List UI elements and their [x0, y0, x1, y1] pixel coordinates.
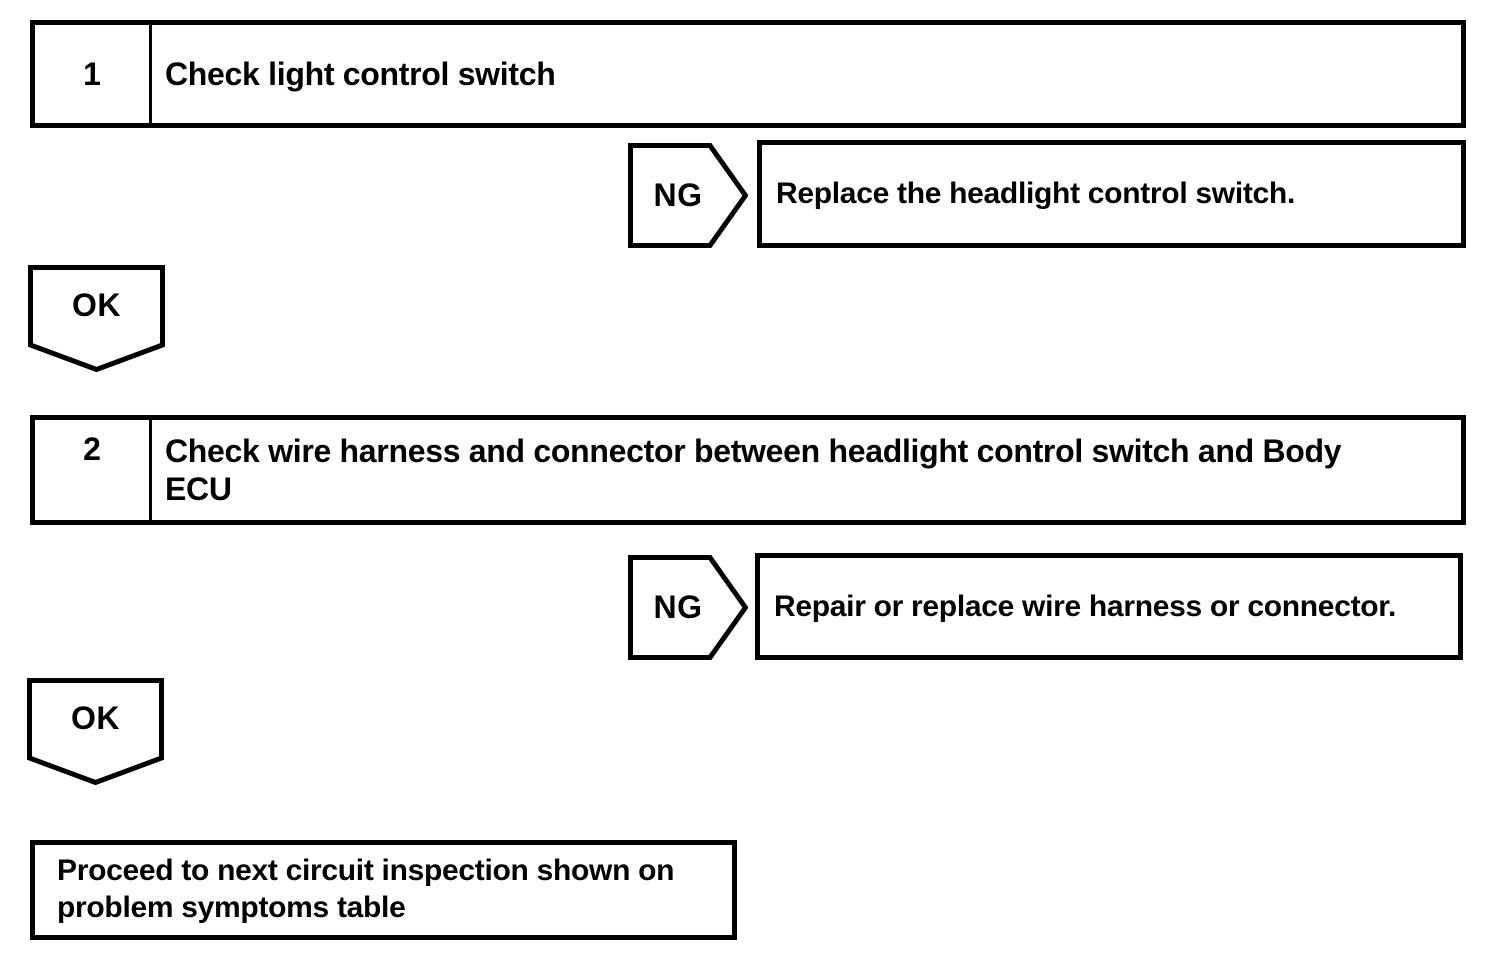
- ok-pentagon-icon: [28, 265, 165, 372]
- ok-pentagon-icon: [27, 678, 164, 785]
- step-2-box: 2 Check wire harness and connector betwe…: [30, 415, 1466, 525]
- final-instruction-text: Proceed to next circuit inspection shown…: [57, 854, 675, 924]
- step-1-number-cell: 1: [35, 25, 152, 123]
- ok-2-label: OK: [71, 699, 120, 736]
- ng-pentagon-icon: [628, 143, 748, 248]
- step-1-number: 1: [83, 56, 101, 92]
- ng-arrow-2: NG: [628, 555, 748, 660]
- step-1-title-cell: Check light control switch: [152, 25, 1461, 123]
- ok-1-label: OK: [72, 286, 121, 323]
- ng-pentagon-icon: [628, 555, 748, 660]
- ok-arrow-1: OK: [28, 265, 165, 372]
- step-1-box: 1 Check light control switch: [30, 20, 1466, 128]
- ng-result-1-text: Replace the headlight control switch.: [776, 177, 1295, 210]
- step-2-title: Check wire harness and connector between…: [165, 433, 1342, 507]
- ng-result-box-2: Repair or replace wire harness or connec…: [755, 553, 1463, 660]
- step-2-title-cell: Check wire harness and connector between…: [152, 420, 1461, 520]
- step-2-number-cell: 2: [35, 420, 152, 520]
- ok-arrow-2: OK: [27, 678, 164, 785]
- final-instruction-box: Proceed to next circuit inspection shown…: [30, 840, 737, 940]
- ng-result-2-text: Repair or replace wire harness or connec…: [774, 589, 1397, 623]
- step-2-number: 2: [83, 431, 101, 467]
- ng-1-label: NG: [653, 177, 703, 213]
- ng-result-box-1: Replace the headlight control switch.: [757, 140, 1466, 248]
- ng-2-label: NG: [653, 589, 703, 625]
- ng-arrow-1: NG: [628, 143, 748, 248]
- step-1-title: Check light control switch: [165, 56, 556, 92]
